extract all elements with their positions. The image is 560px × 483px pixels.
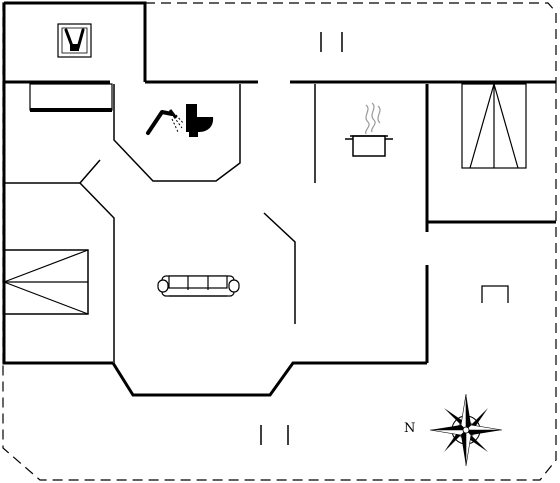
- shower-icon: [146, 109, 185, 135]
- bunk-bed-icon: [461, 83, 527, 169]
- toilet-icon: [186, 104, 214, 137]
- interior-walls: [4, 84, 316, 363]
- window-marks: [260, 32, 343, 445]
- compass-north-label: N: [404, 421, 415, 436]
- cooking-pot-icon: [345, 102, 393, 157]
- chair-icon: [481, 285, 509, 303]
- compass-rose: [429, 393, 503, 467]
- exterior-walls: [2, 1, 556, 397]
- sofa-icon: [157, 275, 240, 297]
- bed-icon: [3, 249, 89, 315]
- bench: [29, 83, 113, 112]
- washing-machine-icon: [57, 23, 92, 58]
